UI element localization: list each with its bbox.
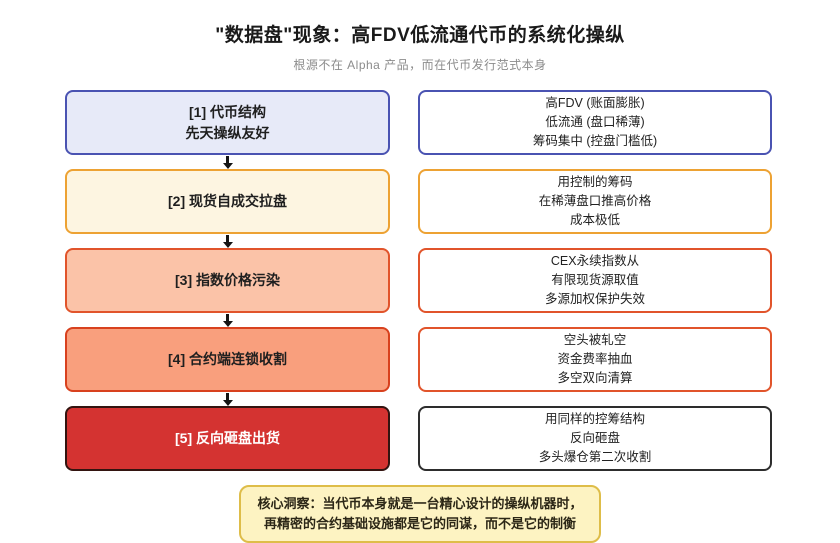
page-title: "数据盘"现象：高FDV低流通代币的系统化操纵 bbox=[215, 25, 625, 46]
arrow-row bbox=[65, 155, 390, 169]
detail-box: 高FDV (账面膨胀) 低流通 (盘口稀薄) 筹码集中 (控盘门槛低) bbox=[418, 90, 772, 155]
down-arrow-icon bbox=[222, 234, 233, 248]
flow-row: [4] 合约端连锁收割 空头被轧空 资金费率抽血 多空双向清算 bbox=[65, 327, 772, 392]
core-insight-callout: 核心洞察：当代币本身就是一台精心设计的操纵机器时， 再精密的合约基础设施都是它的… bbox=[239, 485, 601, 543]
arrow-row bbox=[65, 313, 390, 327]
detail-box: 空头被轧空 资金费率抽血 多空双向清算 bbox=[418, 327, 772, 392]
flow-row: [3] 指数价格污染 CEX永续指数从 有限现货源取值 多源加权保护失效 bbox=[65, 248, 772, 313]
footer: 核心洞察：当代币本身就是一台精心设计的操纵机器时， 再精密的合约基础设施都是它的… bbox=[0, 485, 840, 543]
detail-box: 用控制的筹码 在稀薄盘口推高价格 成本极低 bbox=[418, 169, 772, 234]
flow-row: [2] 现货自成交拉盘 用控制的筹码 在稀薄盘口推高价格 成本极低 bbox=[65, 169, 772, 234]
step-box: [3] 指数价格污染 bbox=[65, 248, 390, 313]
step-box: [1] 代币结构 先天操纵友好 bbox=[65, 90, 390, 155]
step-box: [2] 现货自成交拉盘 bbox=[65, 169, 390, 234]
detail-box: CEX永续指数从 有限现货源取值 多源加权保护失效 bbox=[418, 248, 772, 313]
arrow-row bbox=[65, 392, 390, 406]
down-arrow-icon bbox=[222, 392, 233, 406]
page-subtitle: 根源不在 Alpha 产品，而在代币发行范式本身 bbox=[293, 58, 547, 72]
down-arrow-icon bbox=[222, 313, 233, 327]
flow-row: [1] 代币结构 先天操纵友好 高FDV (账面膨胀) 低流通 (盘口稀薄) 筹… bbox=[65, 90, 772, 155]
flow-diagram: [1] 代币结构 先天操纵友好 高FDV (账面膨胀) 低流通 (盘口稀薄) 筹… bbox=[65, 90, 772, 471]
down-arrow-icon bbox=[222, 155, 233, 169]
diagram-header: "数据盘"现象：高FDV低流通代币的系统化操纵 根源不在 Alpha 产品，而在… bbox=[0, 0, 840, 73]
flow-row: [5] 反向砸盘出货 用同样的控筹结构 反向砸盘 多头爆仓第二次收割 bbox=[65, 406, 772, 471]
arrow-row bbox=[65, 234, 390, 248]
step-box: [4] 合约端连锁收割 bbox=[65, 327, 390, 392]
step-box: [5] 反向砸盘出货 bbox=[65, 406, 390, 471]
detail-box: 用同样的控筹结构 反向砸盘 多头爆仓第二次收割 bbox=[418, 406, 772, 471]
